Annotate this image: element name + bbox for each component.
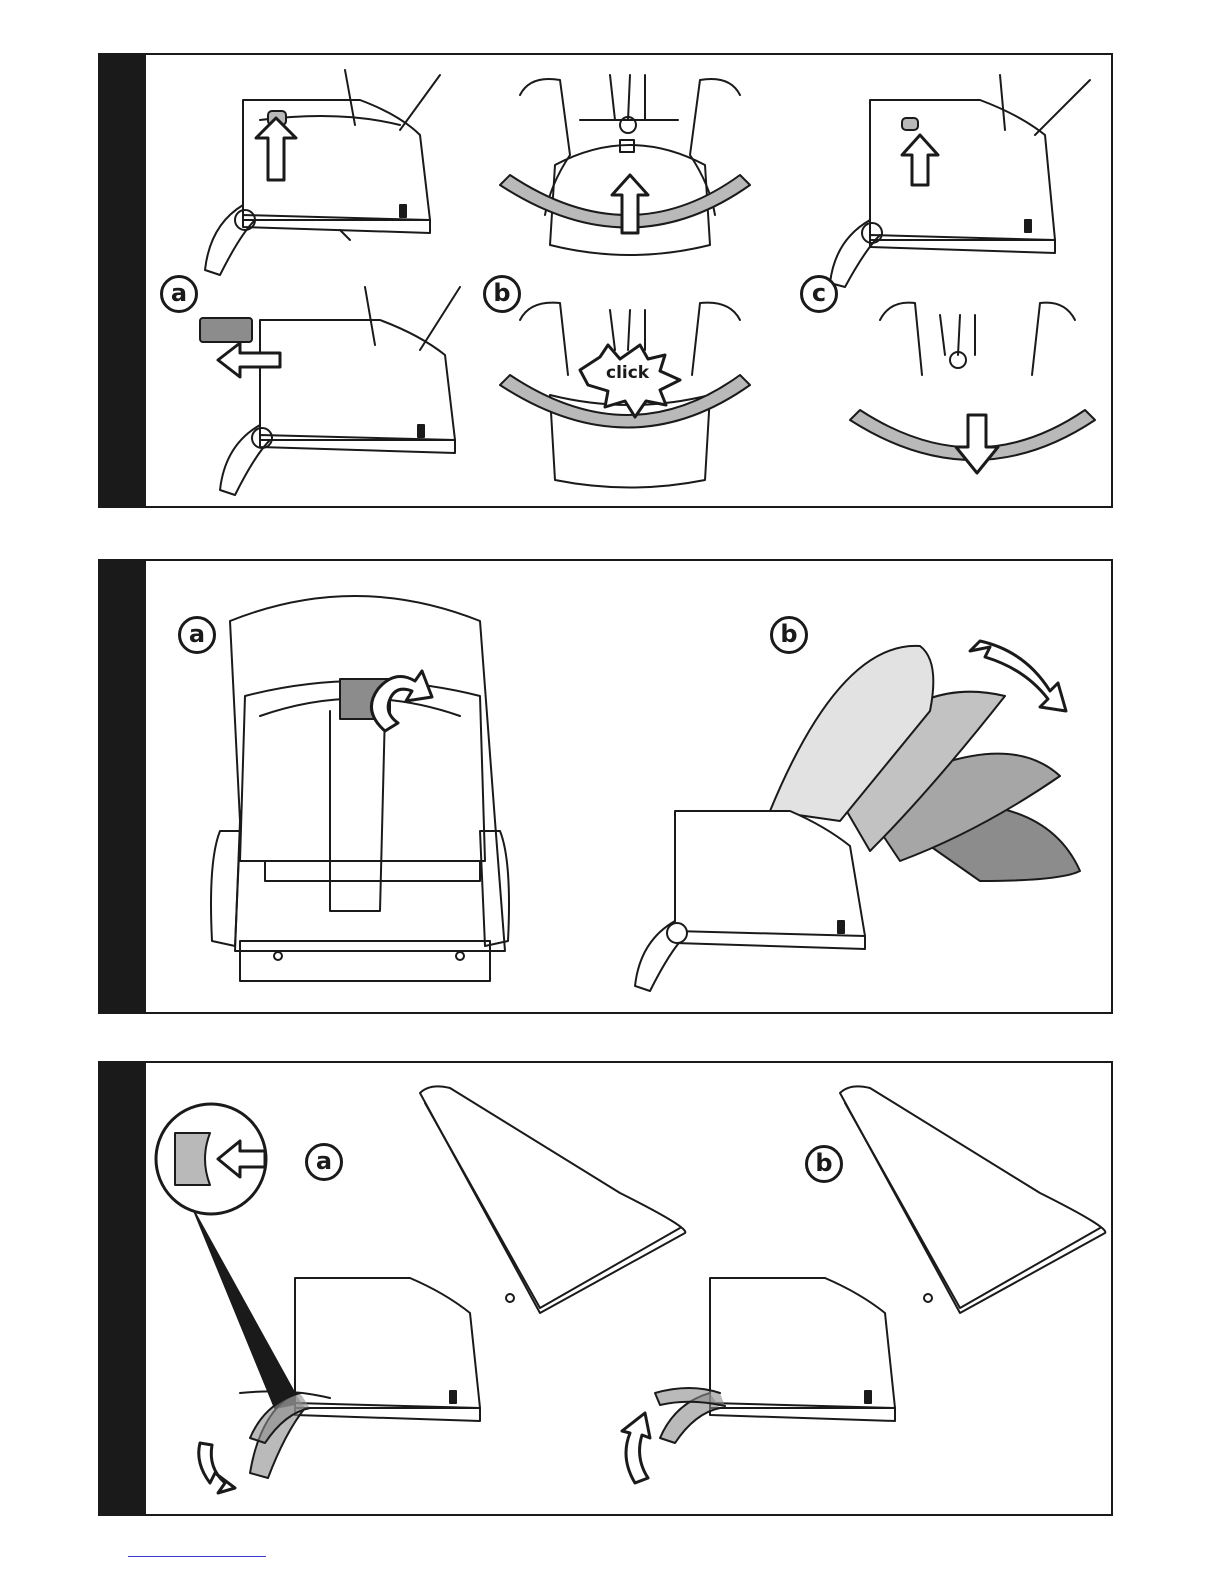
step-label-c: c	[800, 275, 838, 313]
step-label-a: a	[178, 616, 216, 654]
seat-front-view-c-bottom	[850, 303, 1095, 473]
seat-with-canopy-b	[622, 1086, 1105, 1483]
instruction-panel-1: a b c click	[98, 53, 1113, 508]
panel-2-illustration	[100, 561, 1113, 1014]
seat-front-view-b-top	[500, 75, 750, 255]
panel-3-illustration	[100, 1063, 1113, 1516]
seat-side-view-a-bottom	[200, 287, 460, 495]
seat-back-view	[211, 596, 509, 981]
seat-with-canopy-a	[199, 1086, 686, 1493]
footer-line	[128, 1556, 266, 1557]
step-label-a: a	[305, 1143, 343, 1181]
step-label-a: a	[160, 275, 198, 313]
instruction-panel-2: a b	[98, 559, 1113, 1014]
footrest-button-detail	[156, 1104, 300, 1408]
click-callout: click	[606, 363, 649, 383]
step-label-b: b	[483, 275, 521, 313]
instruction-panel-3: a b	[98, 1061, 1113, 1516]
step-label-b: b	[770, 616, 808, 654]
step-label-b: b	[805, 1145, 843, 1183]
panel-1-illustration	[100, 55, 1113, 508]
seat-side-view-c-top	[830, 75, 1090, 287]
seat-side-view-a-top	[205, 70, 440, 275]
seat-front-view-b-bottom	[500, 303, 750, 488]
seat-recline-positions	[635, 641, 1080, 991]
